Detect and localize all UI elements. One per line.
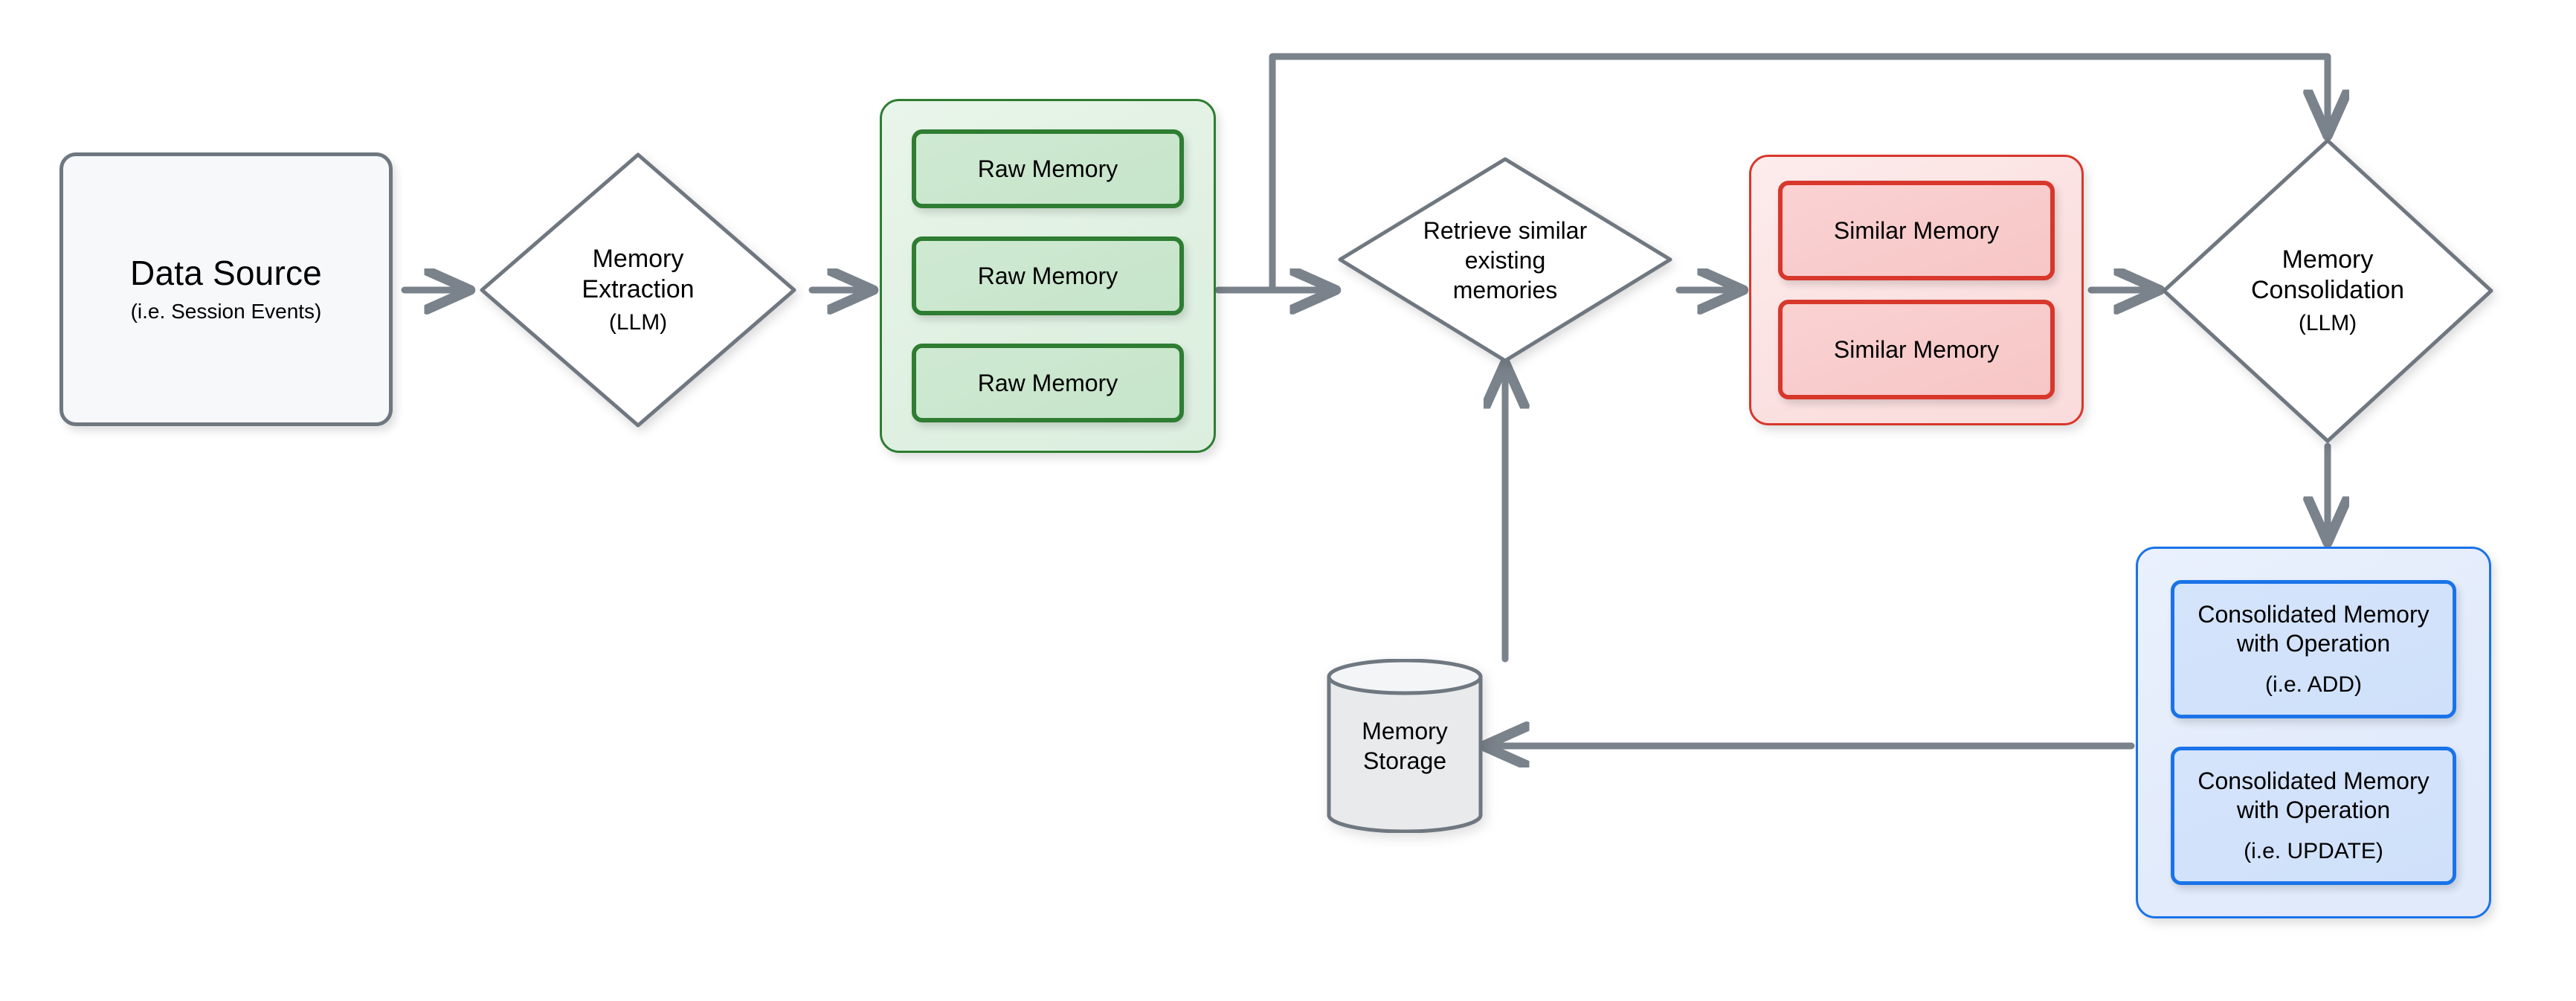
data-source-title: Data Source — [130, 254, 322, 293]
node-retrieve-similar[interactable]: Retrieve similar existing memories — [1335, 154, 1675, 366]
similar-memory-label: Similar Memory — [1833, 216, 2000, 244]
similar-memory-label: Similar Memory — [1833, 335, 2000, 363]
node-similar-memory-group: Similar Memory Similar Memory — [1749, 155, 2084, 425]
chip-consolidated-memory-add[interactable]: Consolidated Memory with Operation (i.e.… — [2171, 580, 2456, 718]
consolidated-memory-update-title-line1: Consolidated Memory — [2197, 767, 2430, 794]
consolidated-memory-add-title-line1: Consolidated Memory — [2197, 600, 2430, 628]
chip-similar-memory[interactable]: Similar Memory — [1778, 300, 2055, 399]
memory-consolidation-diamond-shape — [2162, 138, 2493, 443]
node-data-source[interactable]: Data Source (i.e. Session Events) — [59, 152, 393, 426]
chip-raw-memory[interactable]: Raw Memory — [912, 344, 1184, 422]
raw-memory-label: Raw Memory — [977, 155, 1118, 182]
consolidated-memory-update-title-line2: with Operation — [2236, 796, 2391, 823]
raw-memory-label: Raw Memory — [977, 262, 1118, 289]
chip-consolidated-memory-update[interactable]: Consolidated Memory with Operation (i.e.… — [2171, 747, 2456, 885]
consolidated-memory-add-title-line2: with Operation — [2236, 630, 2391, 657]
node-memory-consolidation[interactable]: Memory Consolidation (LLM) — [2159, 135, 2496, 446]
node-memory-storage[interactable]: Memory Storage — [1325, 659, 1484, 833]
data-source-subtitle: (i.e. Session Events) — [130, 299, 322, 323]
chip-raw-memory[interactable]: Raw Memory — [912, 236, 1184, 315]
node-memory-extraction[interactable]: Memory Extraction (LLM) — [476, 149, 800, 431]
retrieve-similar-diamond-shape — [1338, 157, 1672, 363]
chip-raw-memory[interactable]: Raw Memory — [912, 129, 1184, 208]
memory-storage-cylinder-shape — [1327, 659, 1483, 833]
chip-similar-memory[interactable]: Similar Memory — [1778, 181, 2055, 280]
memory-extraction-diamond-shape — [480, 152, 796, 428]
consolidated-memory-add-subtitle: (i.e. ADD) — [2264, 672, 2363, 698]
node-consolidated-memory-group: Consolidated Memory with Operation (i.e.… — [2136, 547, 2491, 918]
consolidated-memory-update-subtitle: (i.e. UPDATE) — [2244, 839, 2383, 864]
raw-memory-label: Raw Memory — [977, 369, 1118, 396]
node-raw-memory-group: Raw Memory Raw Memory Raw Memory — [880, 99, 1216, 453]
